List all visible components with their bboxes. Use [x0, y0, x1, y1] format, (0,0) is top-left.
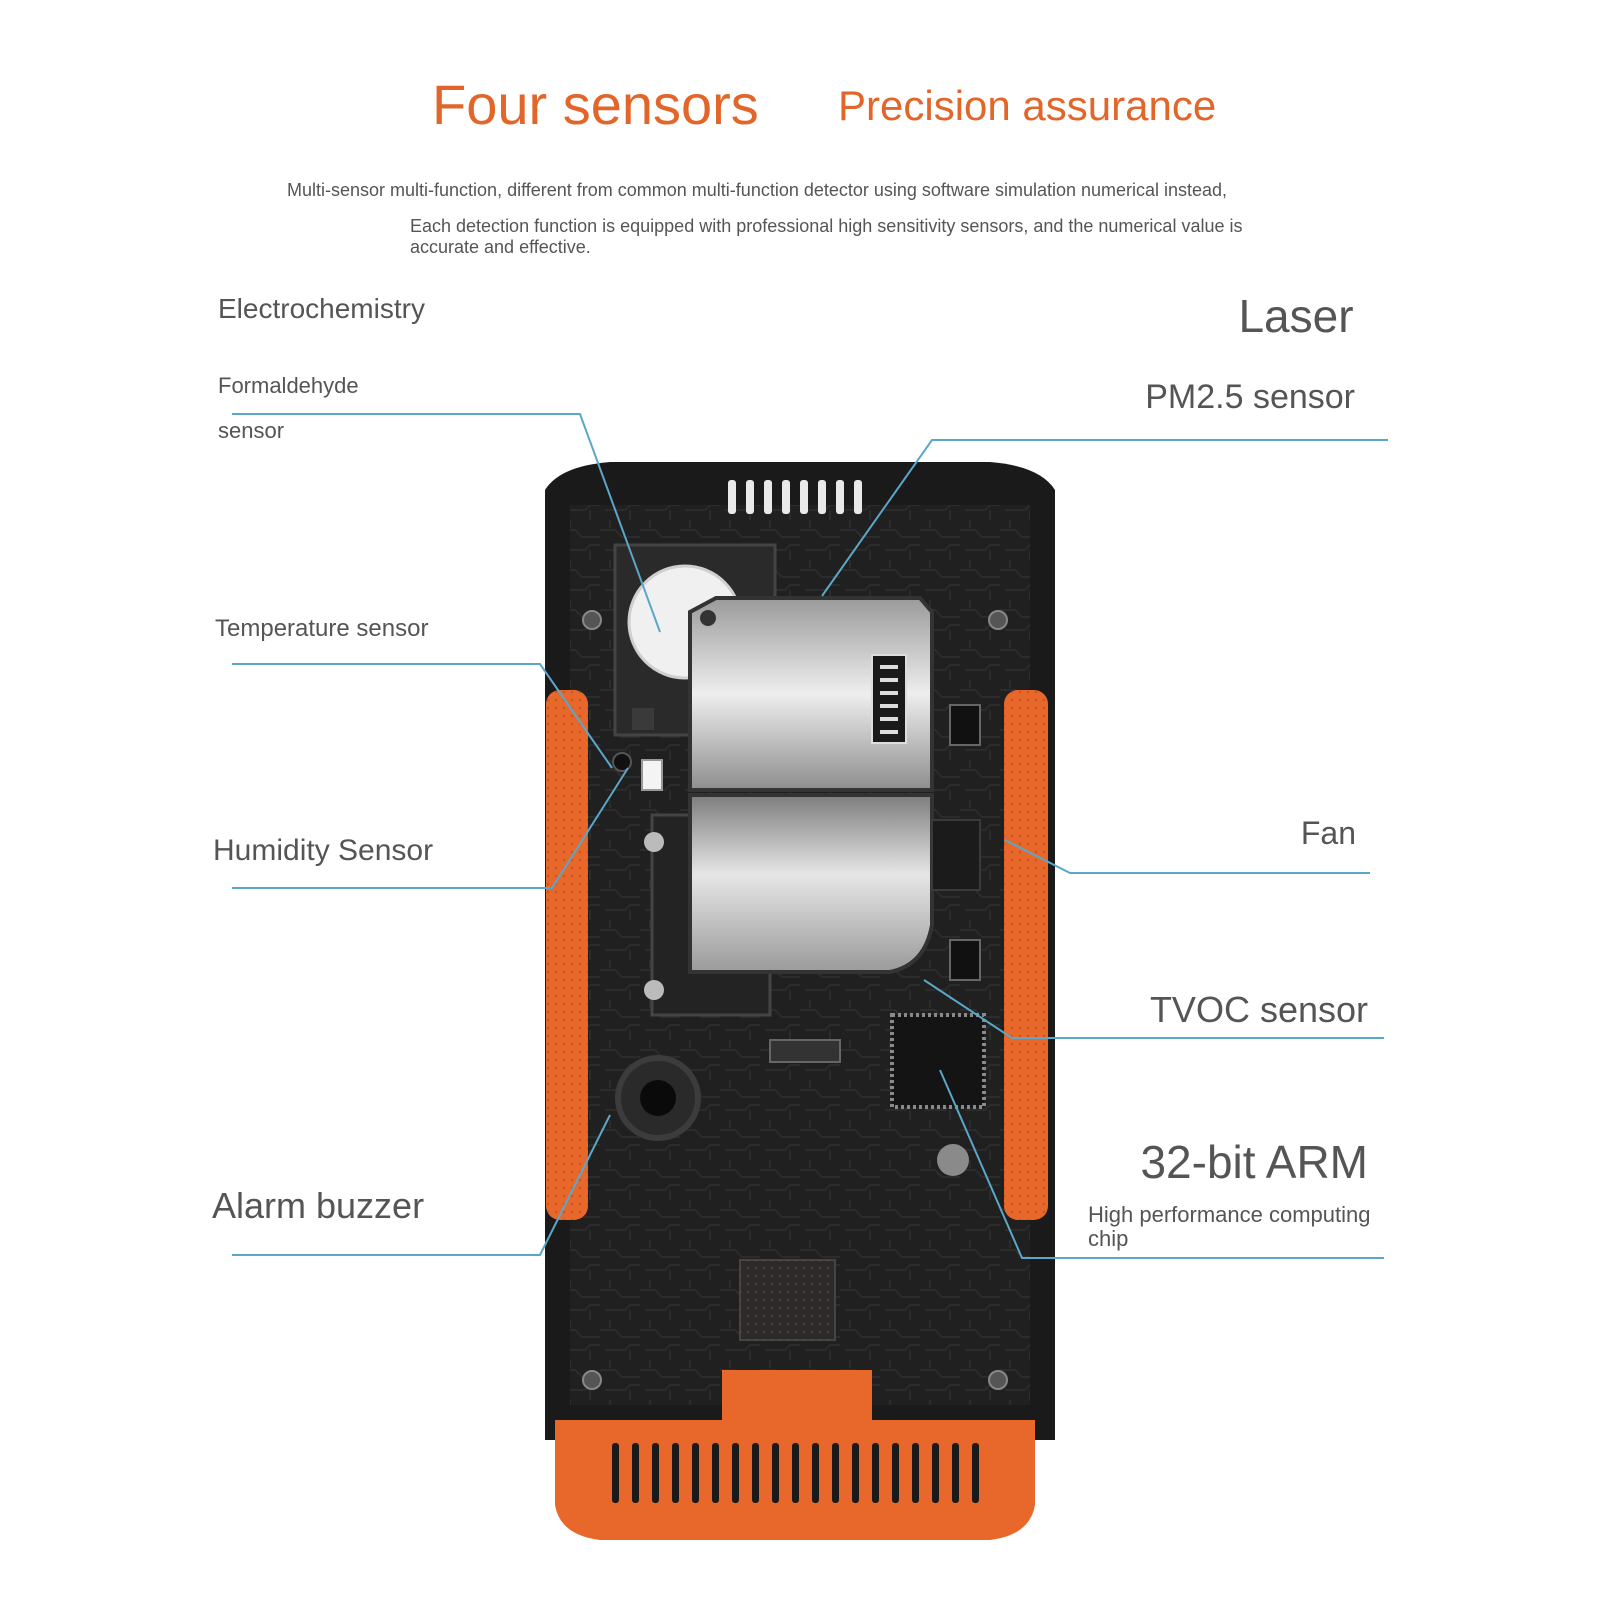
label-laser: Laser [1238, 290, 1353, 342]
label-arm-desc-1: High performance computing [1088, 1202, 1370, 1227]
leader-temperature [232, 663, 613, 769]
leader-pm25 [821, 439, 1388, 597]
leader-lines [232, 413, 1388, 1259]
temperature-sensor-part [612, 752, 632, 772]
humidity-sensor-part [641, 759, 663, 791]
label-alarm-buzzer: Alarm buzzer [212, 1185, 424, 1226]
label-electrochemistry: Electrochemistry [218, 293, 425, 324]
title: Four sensors [432, 73, 759, 136]
leader-arm [939, 1069, 1384, 1259]
screws [582, 610, 1008, 1390]
label-32bit-arm: 32-bit ARM [1140, 1136, 1368, 1188]
arm-chip [890, 1013, 986, 1109]
leader-formaldehyde [232, 413, 661, 633]
label-fan: Fan [1301, 815, 1356, 851]
device [545, 462, 1055, 1540]
tvoc-sensor-part [949, 939, 981, 981]
label-temperature-sensor: Temperature sensor [215, 615, 428, 642]
leader-tvoc [923, 979, 1384, 1039]
leader-humidity [232, 767, 629, 889]
leader-fan [1004, 839, 1370, 874]
label-formaldehyde-sensor: sensor [218, 418, 284, 443]
leader-alarm [232, 1114, 611, 1256]
label-tvoc-sensor: TVOC sensor [1150, 989, 1368, 1030]
intro-line-2: Each detection function is equipped with… [410, 216, 1243, 257]
label-pm25-sensor: PM2.5 sensor [1145, 378, 1355, 416]
label-humidity-sensor: Humidity Sensor [213, 834, 433, 867]
top-vent [728, 480, 862, 514]
intro-line-1: Multi-sensor multi-function, different f… [287, 180, 1228, 200]
bottom-vent [612, 1443, 979, 1503]
label-formaldehyde: Formaldehyde [218, 373, 359, 398]
label-arm-desc-2: chip [1088, 1226, 1128, 1251]
subtitle: Precision assurance [838, 82, 1217, 129]
